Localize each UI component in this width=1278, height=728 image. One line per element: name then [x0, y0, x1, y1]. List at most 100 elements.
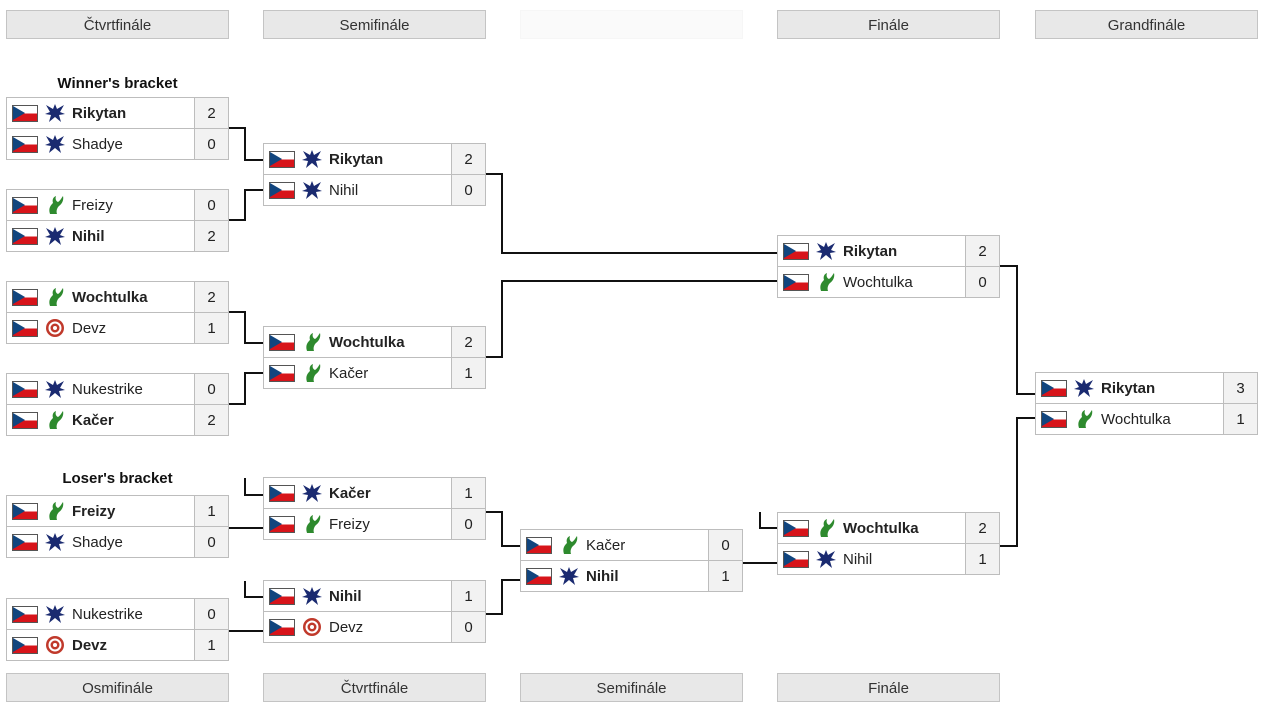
terran-race-icon — [45, 135, 65, 153]
czech-flag-icon — [526, 536, 552, 554]
player-name: Kačer — [586, 536, 626, 554]
round-header-top-1: Čtvrtfinále — [6, 10, 229, 39]
player-name-cell: Devz — [264, 612, 451, 642]
czech-flag-icon — [12, 135, 38, 153]
czech-flag-icon — [12, 411, 38, 429]
player-score: 1 — [451, 358, 485, 388]
player-name: Devz — [329, 618, 364, 636]
player-name: Devz — [72, 636, 108, 654]
player-name-cell: Nihil — [778, 544, 965, 574]
protoss-race-icon — [49, 288, 64, 306]
player-score: 0 — [194, 374, 228, 404]
round-header-bottom-4: Finále — [777, 673, 1000, 702]
czech-flag-icon — [783, 242, 809, 260]
player-row[interactable]: Nukestrike 0 — [6, 373, 229, 405]
player-score: 0 — [194, 129, 228, 159]
player-name: Nihil — [586, 567, 619, 585]
czech-flag-icon — [12, 227, 38, 245]
player-row[interactable]: Nihil 1 — [777, 543, 1000, 575]
czech-flag-icon — [12, 533, 38, 551]
player-name: Rikytan — [843, 242, 898, 260]
czech-flag-icon — [269, 333, 295, 351]
player-row[interactable]: Kačer 1 — [263, 357, 486, 389]
player-score: 0 — [451, 175, 485, 205]
terran-race-icon — [816, 550, 836, 568]
player-name-cell: Wochtulka — [1036, 404, 1223, 434]
round-header-top-4: Finále — [777, 10, 1000, 39]
player-name-cell: Wochtulka — [7, 282, 194, 312]
terran-race-icon — [45, 533, 65, 551]
player-name-cell: Nihil — [521, 561, 708, 591]
player-name-cell: Wochtulka — [778, 513, 965, 543]
player-name: Wochtulka — [1101, 410, 1171, 428]
player-name: Nihil — [843, 550, 873, 568]
player-name: Kačer — [329, 364, 369, 382]
player-name-cell: Nukestrike — [7, 599, 194, 629]
protoss-race-icon — [49, 196, 64, 214]
round-header-top-2: Semifinále — [263, 10, 486, 39]
terran-race-icon — [816, 242, 836, 260]
player-row[interactable]: Devz 1 — [6, 629, 229, 661]
player-score: 1 — [965, 544, 999, 574]
player-name: Wochtulka — [72, 288, 148, 306]
protoss-race-icon — [306, 364, 321, 382]
player-name-cell: Shadye — [7, 527, 194, 557]
player-score: 0 — [194, 527, 228, 557]
player-name-cell: Kačer — [264, 358, 451, 388]
player-row[interactable]: Kačer 0 — [520, 529, 743, 561]
player-score: 1 — [194, 496, 228, 526]
player-name-cell: Wochtulka — [778, 267, 965, 297]
player-name-cell: Devz — [7, 630, 194, 660]
player-row[interactable]: Devz 0 — [263, 611, 486, 643]
player-score: 1 — [451, 478, 485, 508]
player-score: 0 — [451, 509, 485, 539]
player-score: 2 — [194, 405, 228, 435]
player-score: 0 — [708, 530, 742, 560]
player-score: 1 — [194, 630, 228, 660]
player-name: Wochtulka — [843, 519, 919, 537]
player-name: Rikytan — [1101, 379, 1156, 397]
czech-flag-icon — [1041, 410, 1067, 428]
player-name: Freizy — [72, 502, 116, 520]
player-name: Nihil — [72, 227, 105, 245]
player-name-cell: Rikytan — [264, 144, 451, 174]
player-name-cell: Rikytan — [7, 98, 194, 128]
player-name: Nukestrike — [72, 380, 143, 398]
czech-flag-icon — [12, 196, 38, 214]
czech-flag-icon — [783, 550, 809, 568]
player-row[interactable]: Nihil 2 — [6, 220, 229, 252]
player-score: 2 — [194, 221, 228, 251]
player-name-cell: Wochtulka — [264, 327, 451, 357]
round-header-top-5: Grandfinále — [1035, 10, 1258, 39]
czech-flag-icon — [1041, 379, 1067, 397]
player-score: 0 — [451, 612, 485, 642]
player-score: 1 — [1223, 404, 1257, 434]
czech-flag-icon — [12, 319, 38, 337]
player-score: 1 — [451, 581, 485, 611]
player-row[interactable]: Wochtulka 1 — [1035, 403, 1258, 435]
player-row[interactable]: Freizy 1 — [6, 495, 229, 527]
player-score: 2 — [194, 98, 228, 128]
